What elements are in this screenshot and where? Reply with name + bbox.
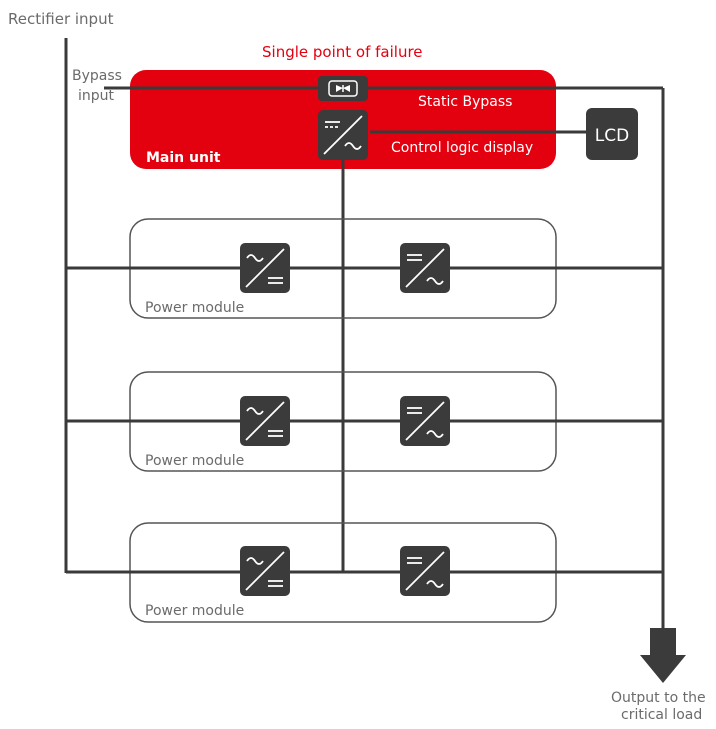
output-label-line1: Output to the xyxy=(611,690,706,706)
control-logic-display-label: Control logic display xyxy=(391,140,533,156)
bypass-input-label-line2: input xyxy=(78,88,115,104)
output-label-line2: critical load xyxy=(621,707,702,723)
inverter-icon xyxy=(400,396,450,446)
bypass-input-label-line1: Bypass xyxy=(72,68,122,84)
power-module-3: Power module xyxy=(66,522,663,623)
rectifier-input-label: Rectifier input xyxy=(8,10,114,28)
rectifier-icon xyxy=(240,546,290,596)
power-module-1: Power module xyxy=(66,218,663,319)
single-point-of-failure-label: Single point of failure xyxy=(262,43,423,61)
lcd-label: LCD xyxy=(595,126,629,146)
main-unit-label: Main unit xyxy=(146,150,221,166)
power-module-label: Power module xyxy=(145,603,244,619)
inverter-icon xyxy=(400,243,450,293)
rectifier-icon xyxy=(240,243,290,293)
static-bypass-label: Static Bypass xyxy=(418,94,512,110)
inverter-icon xyxy=(400,546,450,596)
power-module-label: Power module xyxy=(145,300,244,316)
power-module-label: Power module xyxy=(145,453,244,469)
static-bypass-switch-icon xyxy=(318,76,368,101)
power-module-2: Power module xyxy=(66,371,663,472)
lcd-display-box xyxy=(586,108,638,160)
rectifier-icon xyxy=(240,396,290,446)
control-logic-inverter-icon xyxy=(318,110,368,160)
output-arrow-icon xyxy=(640,628,686,683)
